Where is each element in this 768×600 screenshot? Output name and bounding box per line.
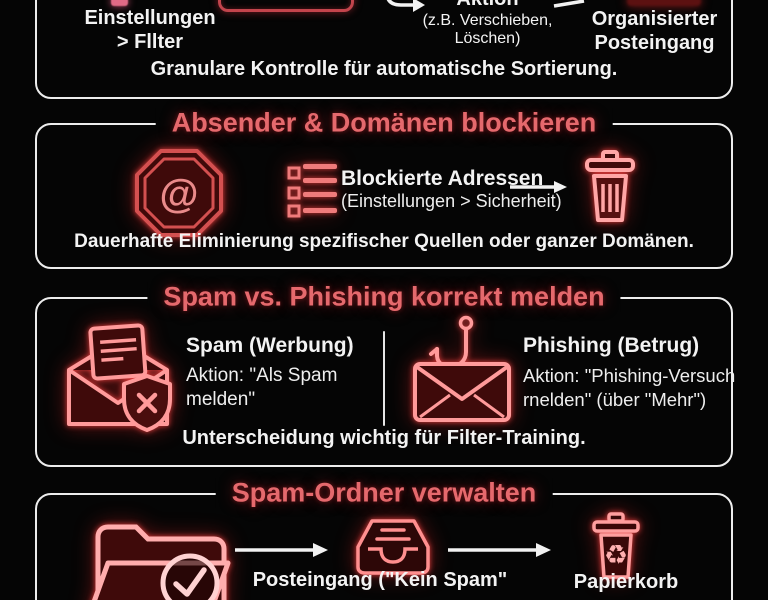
arrow-fragment-icon — [553, 0, 585, 8]
action-title: Aktion — [400, 0, 575, 12]
inbox-label: Posteingang ("Kein Spam" — [252, 569, 508, 591]
settings-filter-line1: Einstellungen — [84, 7, 216, 29]
settings-filter-line2: > Fllter — [116, 30, 184, 53]
action-label: Aktion (z.B. Verschieben, Löschen) — [400, 0, 575, 49]
trash-icon — [585, 150, 635, 222]
filter-box-icon — [218, 0, 354, 12]
spam-mail-shield-icon — [67, 323, 172, 432]
blocklist-icon — [287, 164, 337, 218]
filter-caption: Granulare Kontrolle für automatische Sor… — [150, 58, 618, 80]
recycle-glyph: ♻ — [604, 540, 628, 570]
folder-search-check-icon — [92, 524, 231, 600]
block-section-title: Absender & Domänen blockieren — [155, 107, 613, 139]
gear-icon — [111, 0, 128, 6]
elbow-arrow-icon — [386, 0, 425, 12]
inbox-tray-icon — [356, 519, 430, 575]
blocked-addresses-label: Blockierte Adressen (Einstellungen > Sic… — [341, 167, 562, 213]
spam-action-line2: melden" — [186, 389, 256, 411]
right-arrow-icon — [235, 543, 328, 557]
action-sub1: (z.B. Verschieben, — [422, 11, 553, 29]
organized-inbox-line1: Organisierter — [591, 8, 718, 30]
spam-action-line1: Aktion: "Als Spam — [186, 365, 338, 387]
blocked-addresses-title: Blockierte Adressen — [341, 167, 544, 190]
panel-filter-rules — [35, 0, 733, 99]
spam-title: Spam (Werbung) — [186, 334, 354, 357]
report-caption: Unterscheidung wichtig für Filter-Traini… — [182, 427, 586, 449]
vertical-divider — [383, 331, 385, 426]
block-caption: Dauerhafte Eliminierung spezifischer Que… — [74, 231, 694, 252]
organized-inbox-line2: Posteingang — [594, 31, 715, 54]
inbox-fragment-icon — [627, 0, 701, 6]
trash-label: Papierkorb — [573, 571, 679, 593]
phishing-action-line1: Aktion: "Phishing-Versuch — [523, 365, 736, 387]
action-sub2: Löschen) — [454, 30, 521, 48]
phishing-title: Phishing (Betrug) — [523, 334, 700, 357]
phishing-label: Phishing (Betrug) Aktion: "Phishing-Vers… — [523, 334, 735, 411]
recycle-trash-icon: ♻ — [592, 512, 640, 579]
right-arrow-icon — [510, 181, 567, 193]
folder-section-title: Spam-Ordner verwalten — [215, 477, 553, 509]
settings-filter-label: Einstellungen > Fllter — [55, 7, 245, 54]
at-octagon-icon: @ — [135, 149, 223, 237]
blocked-addresses-subtitle: (Einstellungen > Sicherheit) — [341, 191, 562, 212]
phishing-hook-mail-icon — [413, 315, 511, 422]
organized-inbox-label: Organisierter Posteingang — [572, 8, 737, 55]
spam-label: Spam (Werbung) Aktion: "Als Spam melden" — [186, 334, 354, 413]
right-arrow-icon — [448, 543, 551, 557]
report-section-title: Spam vs. Phishing korrekt melden — [147, 281, 621, 313]
phishing-action-line2: rnelden" (über "Mehr") — [523, 388, 707, 410]
at-glyph: @ — [159, 172, 198, 216]
